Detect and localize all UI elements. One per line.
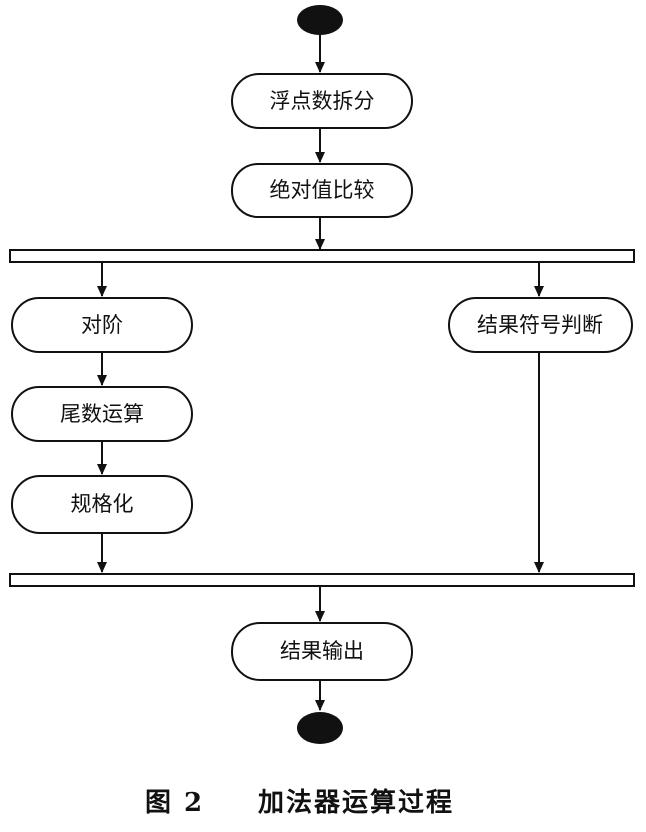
node-sign-judge: 结果符号判断: [448, 297, 633, 353]
node-mantissa-op: 尾数运算: [11, 386, 193, 442]
node-align-label: 对阶: [81, 313, 123, 337]
node-sign-judge-label: 结果符号判断: [477, 313, 603, 337]
node-abs-compare: 绝对值比较: [231, 163, 413, 218]
figure-title: 加法器运算过程: [258, 787, 454, 818]
node-abs-compare-label: 绝对值比较: [270, 178, 375, 202]
figure-label: 图 2: [145, 788, 204, 818]
fork-bar: [9, 249, 635, 263]
node-output-label: 结果输出: [280, 639, 364, 663]
start-node: [297, 5, 343, 35]
node-align: 对阶: [11, 297, 193, 353]
node-mantissa-op-label: 尾数运算: [60, 402, 144, 426]
join-bar: [9, 573, 635, 587]
node-normalize-label: 规格化: [71, 492, 134, 516]
node-split-label: 浮点数拆分: [270, 89, 375, 113]
node-output: 结果输出: [231, 622, 413, 681]
node-normalize: 规格化: [11, 475, 193, 534]
node-split: 浮点数拆分: [231, 73, 413, 129]
end-node: [297, 712, 343, 744]
